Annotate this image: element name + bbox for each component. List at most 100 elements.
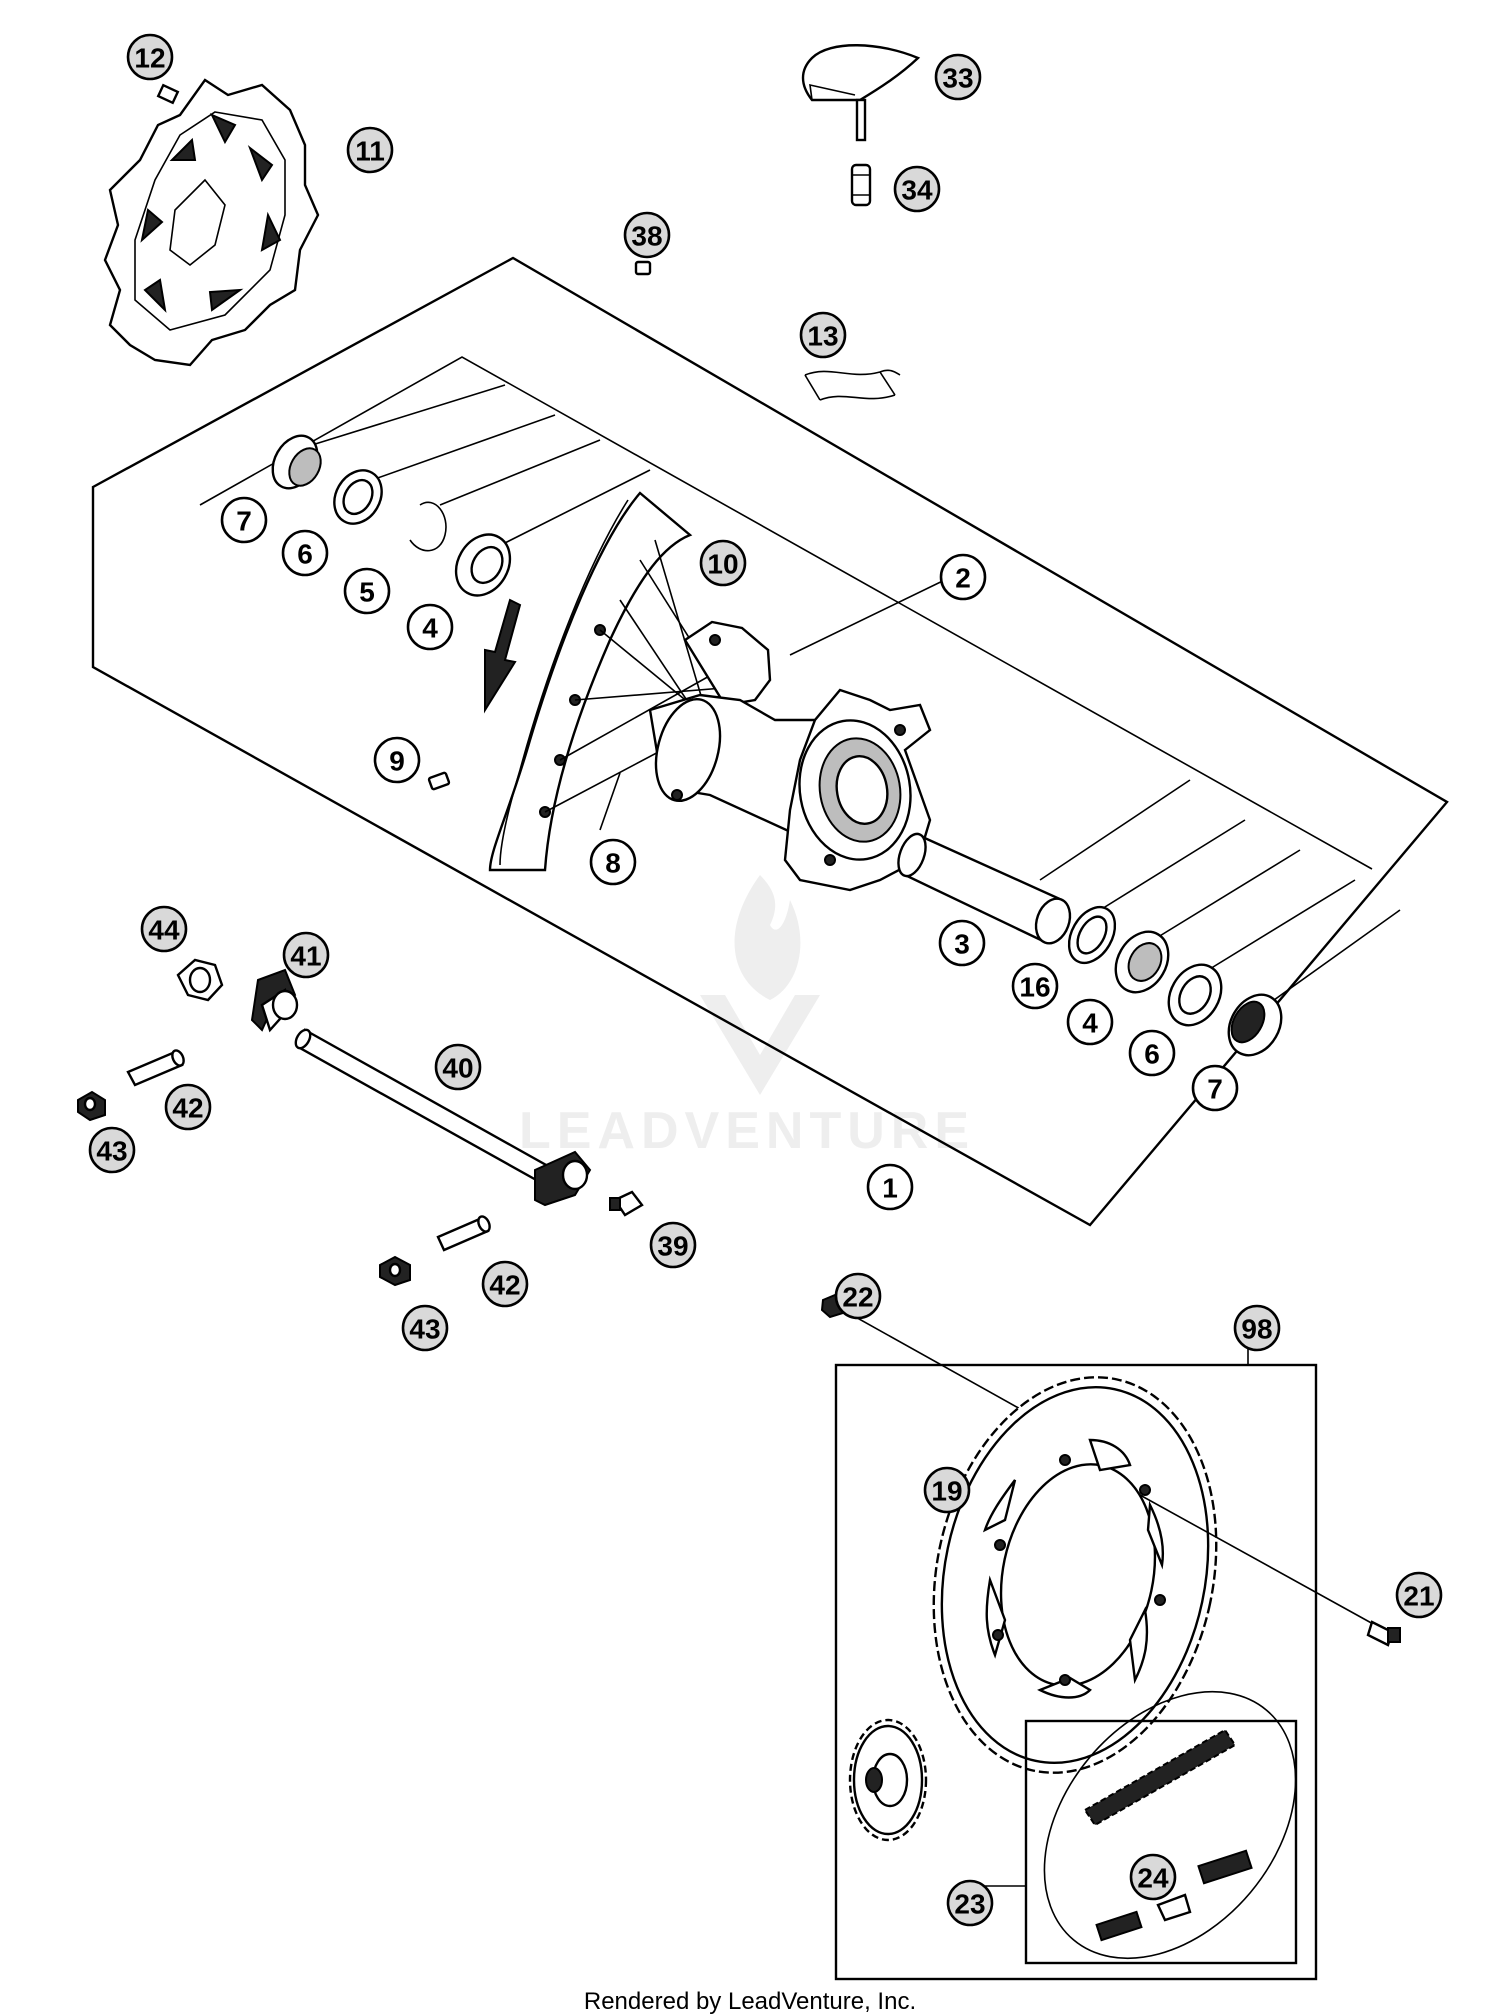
left-bearing <box>454 533 512 597</box>
callout-label: 98 <box>1241 1314 1272 1345</box>
callout-9: 9 <box>373 736 421 784</box>
callout-16: 16 <box>1011 962 1059 1010</box>
callout-label: 4 <box>422 613 438 644</box>
callout-33: 33 <box>934 53 982 101</box>
right-shaft-seal <box>1167 963 1223 1027</box>
callout-circle <box>373 736 421 784</box>
callout-circle <box>1233 1304 1281 1352</box>
small-nipple <box>634 260 652 276</box>
callout-42: 42 <box>481 1260 529 1308</box>
callout-circle <box>281 529 329 577</box>
disc-screw <box>156 83 180 105</box>
callout-7: 7 <box>1191 1064 1239 1112</box>
callout-circle <box>346 126 394 174</box>
callout-38: 38 <box>623 211 671 259</box>
adjusting-nut-lower <box>379 1255 411 1287</box>
left-shaft-seal <box>333 469 383 525</box>
callout-34: 34 <box>893 165 941 213</box>
callout-circle <box>126 33 174 81</box>
callout-circle <box>481 1260 529 1308</box>
callout-label: 7 <box>1207 1074 1223 1105</box>
callout-4: 4 <box>1066 998 1114 1046</box>
callout-5: 5 <box>343 567 391 615</box>
leadventure-watermark-logo: LEADVENTURE <box>519 875 969 1160</box>
callout-8: 8 <box>589 838 637 886</box>
callout-2: 2 <box>939 553 987 601</box>
front-sprocket <box>848 1718 928 1842</box>
callout-98: 98 <box>1233 1304 1281 1352</box>
callout-label: 39 <box>657 1231 688 1262</box>
callout-label: 10 <box>707 549 738 580</box>
chain-links <box>1095 1849 1253 1942</box>
callout-circle <box>938 919 986 967</box>
callout-label: 12 <box>134 43 165 74</box>
callout-label: 42 <box>172 1093 203 1124</box>
callout-43: 43 <box>88 1126 136 1174</box>
callout-label: 19 <box>931 1476 962 1507</box>
callout-label: 7 <box>236 506 252 537</box>
callout-6: 6 <box>1128 1029 1176 1077</box>
callout-12: 12 <box>126 33 174 81</box>
callout-circle <box>699 539 747 587</box>
callout-circle <box>934 53 982 101</box>
callout-label: 42 <box>489 1270 520 1301</box>
callout-circle <box>164 1083 212 1131</box>
callout-circle <box>649 1221 697 1269</box>
wheel-axle <box>294 1028 592 1207</box>
callout-label: 43 <box>409 1314 440 1345</box>
axle-screw <box>609 1190 644 1217</box>
callout-7: 7 <box>220 496 268 544</box>
callout-circle <box>406 603 454 651</box>
rotation-arrow <box>484 598 522 714</box>
callout-1: 1 <box>866 1163 914 1211</box>
callout-label: 24 <box>1137 1863 1169 1894</box>
adjusting-screw-lower <box>436 1215 491 1252</box>
callout-circle <box>140 905 188 953</box>
callout-label: 1 <box>882 1173 898 1204</box>
right-spacer-seal <box>1227 993 1283 1057</box>
callout-label: 8 <box>605 848 621 879</box>
adjusting-nut-left <box>77 1090 106 1122</box>
callout-label: 6 <box>297 539 313 570</box>
callout-11: 11 <box>346 126 394 174</box>
callout-40: 40 <box>434 1043 482 1091</box>
right-bearing <box>1114 930 1170 994</box>
callout-label: 4 <box>1082 1008 1098 1039</box>
callout-22: 22 <box>834 1272 882 1320</box>
callout-label: 41 <box>290 941 321 972</box>
adjusting-screw-left <box>126 1049 185 1087</box>
callout-label: 34 <box>901 175 933 206</box>
callout-42: 42 <box>164 1083 212 1131</box>
callout-label: 40 <box>442 1053 473 1084</box>
callout-39: 39 <box>649 1221 697 1269</box>
callout-label: 5 <box>359 577 375 608</box>
callout-circle <box>939 553 987 601</box>
callout-label: 44 <box>148 915 180 946</box>
callout-43: 43 <box>401 1304 449 1352</box>
callout-label: 21 <box>1403 1581 1434 1612</box>
callout-3: 3 <box>938 919 986 967</box>
rim-tape <box>804 369 901 401</box>
circlip <box>409 501 447 552</box>
callout-circle <box>589 838 637 886</box>
drive-chain <box>1043 1690 1297 1960</box>
callout-circle <box>220 496 268 544</box>
rim-lock-part <box>801 44 921 142</box>
callout-21: 21 <box>1395 1571 1443 1619</box>
callout-circle <box>1191 1064 1239 1112</box>
callout-label: 13 <box>807 321 838 352</box>
callout-41: 41 <box>282 931 330 979</box>
callout-circle <box>623 211 671 259</box>
callout-6: 6 <box>281 529 329 577</box>
leader-lines-right <box>1039 779 1401 1011</box>
callout-24: 24 <box>1129 1853 1177 1901</box>
leader-lines-left <box>311 384 956 831</box>
callout-23: 23 <box>946 1879 994 1927</box>
wheel-hub <box>648 620 932 892</box>
callout-label: 38 <box>631 221 662 252</box>
chain-adjuster-left <box>250 968 299 1033</box>
callout-circle <box>343 567 391 615</box>
spoke-nipple <box>427 771 451 791</box>
